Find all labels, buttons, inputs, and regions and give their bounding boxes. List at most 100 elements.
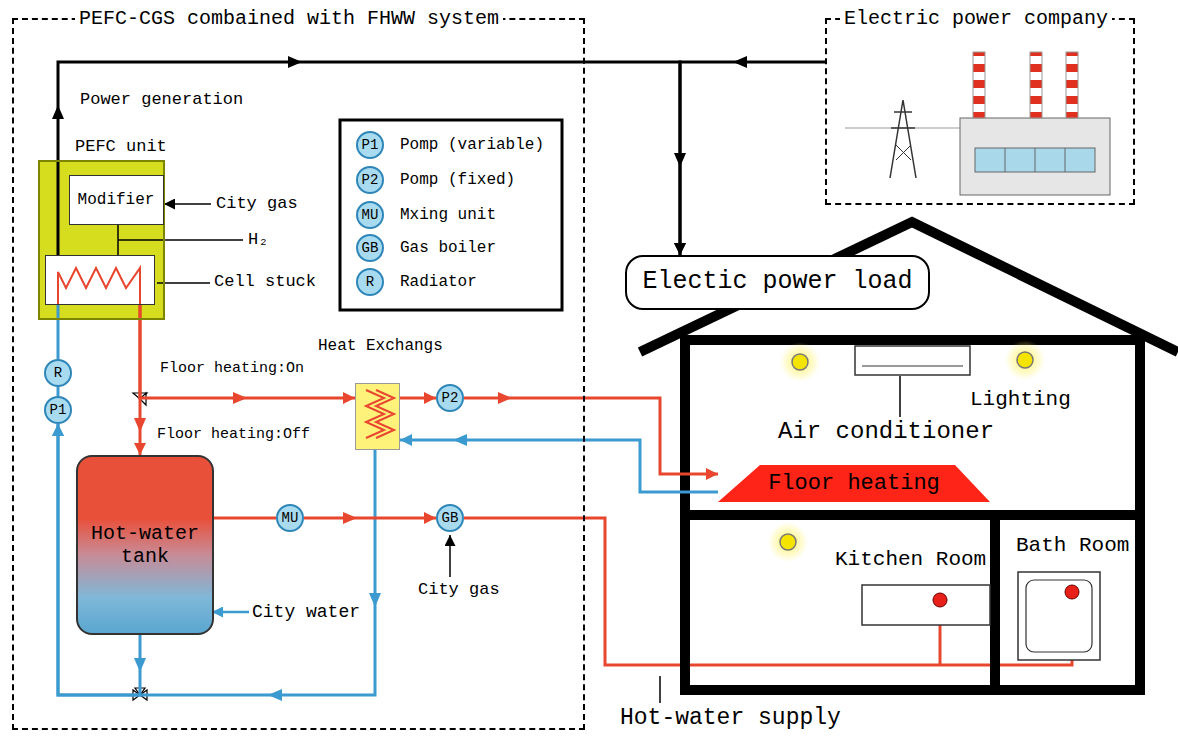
box-label: Electic power load (639, 268, 915, 297)
text-label: Bath Room (1016, 534, 1129, 558)
text-label: City water (252, 602, 360, 623)
box-label: GB (439, 510, 462, 526)
pipe-connector (400, 397, 436, 400)
power-plant (891, 127, 915, 129)
pipe-connector (214, 517, 276, 520)
pump-circle: P1 (44, 396, 72, 424)
heat-exchanger: Heat Exchangs (355, 383, 400, 450)
symbol-label: P2 (356, 166, 384, 194)
pipe-connector (58, 62, 680, 255)
house (640, 222, 1178, 352)
legend-text: Pomp (variable) (400, 136, 544, 154)
power-load-box: Electic power load (625, 255, 930, 310)
lamp (768, 340, 1045, 562)
symbol-label: MU (356, 201, 384, 229)
floor-heating-shape (718, 465, 990, 502)
kitchen-bath-fixtures (933, 593, 947, 607)
power-plant (890, 100, 916, 178)
kitchen-bath-fixtures (862, 585, 990, 625)
kitchen-bath-fixtures (1018, 572, 1100, 660)
leader-line (659, 676, 661, 703)
pipe-connector (58, 424, 375, 695)
supply-arrow (164, 203, 211, 205)
kitchen-bath-fixtures (1026, 580, 1092, 652)
legend-text: Mxing unit (400, 206, 496, 224)
pipe-connector (57, 305, 60, 359)
text-label: Hot-water supply (620, 705, 841, 731)
symbol-label: R (356, 268, 384, 296)
text-label: Lighting (970, 388, 1071, 412)
pipe-connector (400, 440, 718, 492)
box-heading: PEFC-CGS combained with FHWW system (75, 7, 503, 30)
pefc-unit: PEFC unitModifierCell stuck (38, 160, 165, 320)
power-plant (960, 118, 1110, 195)
pipe-connector (57, 387, 60, 396)
heat-exchanger-fill (366, 390, 384, 438)
text-label: H₂ (248, 230, 268, 250)
power-plant (1030, 52, 1042, 118)
legend-box (340, 120, 562, 310)
lamp (768, 522, 808, 562)
kitchen-bath-fixtures (1065, 585, 1079, 599)
box-heading: Heat Exchangs (318, 337, 443, 355)
kitchen-bath-fixtures (862, 572, 1100, 660)
power-plant (1035, 148, 1036, 172)
lamp (1005, 340, 1045, 380)
power-plant (1065, 148, 1066, 172)
connector-group (58, 62, 825, 695)
company-region: Electric power company (825, 18, 1135, 205)
air-conditioner (855, 346, 970, 375)
box-label: Floor heating (765, 471, 943, 496)
pipe-connector (304, 517, 436, 520)
power-plant (845, 128, 960, 129)
power-plant (1005, 148, 1006, 172)
box-label: R (51, 365, 65, 381)
modifier-box: Modifier (69, 175, 164, 225)
legend-text: Radiator (400, 273, 477, 291)
air-conditioner (862, 366, 963, 367)
hot-water-tank: Hot-water tank (76, 455, 214, 635)
pipe-connector (464, 398, 718, 474)
text-label: City gas (418, 580, 500, 600)
pefc-unit-fill (58, 268, 140, 304)
power-plant (845, 52, 1110, 195)
box-heading: PEFC unit (75, 137, 167, 157)
text-label: Air conditioner (778, 418, 994, 446)
box-label: P1 (47, 402, 70, 418)
floor-heating-panel: Floor heating (718, 465, 990, 502)
box-heading: Electric power company (840, 7, 1112, 30)
leader-line (899, 376, 901, 417)
house (640, 222, 1178, 690)
text-label: Floor heating:Off (157, 426, 310, 443)
hot-water-supply-pipe (464, 518, 1072, 665)
supply-arrow (449, 535, 451, 577)
legend-text: Gas boiler (400, 239, 496, 257)
house (685, 340, 1140, 690)
air-conditioner (855, 346, 970, 375)
symbol-label: GB (356, 234, 384, 262)
box-label: Hot-water tank (78, 522, 212, 568)
flow-arrow (52, 56, 747, 701)
mixing-unit-circle: MU (276, 504, 304, 532)
text-label: Floor heating:On (160, 360, 304, 377)
pump-circle: P2 (436, 384, 464, 412)
box-label: P2 (439, 390, 462, 406)
lamp (792, 354, 808, 370)
power-plant (975, 148, 1095, 172)
house (685, 510, 1140, 520)
heat-exchanger-fill (355, 383, 400, 450)
box-label: MU (279, 510, 302, 526)
cell-stack: Cell stuck (45, 255, 155, 305)
leader-line (118, 239, 243, 241)
lamp (780, 534, 796, 550)
gas-boiler-circle: GB (436, 504, 464, 532)
heat-exchanger-fill (355, 383, 400, 450)
power-plant (973, 52, 985, 118)
house (990, 515, 1000, 690)
box-label: Modifier (75, 191, 158, 209)
legend-box (340, 120, 562, 310)
pefc-unit-fill (45, 255, 155, 305)
power-plant (896, 145, 911, 160)
symbol-label: P1 (356, 131, 384, 159)
